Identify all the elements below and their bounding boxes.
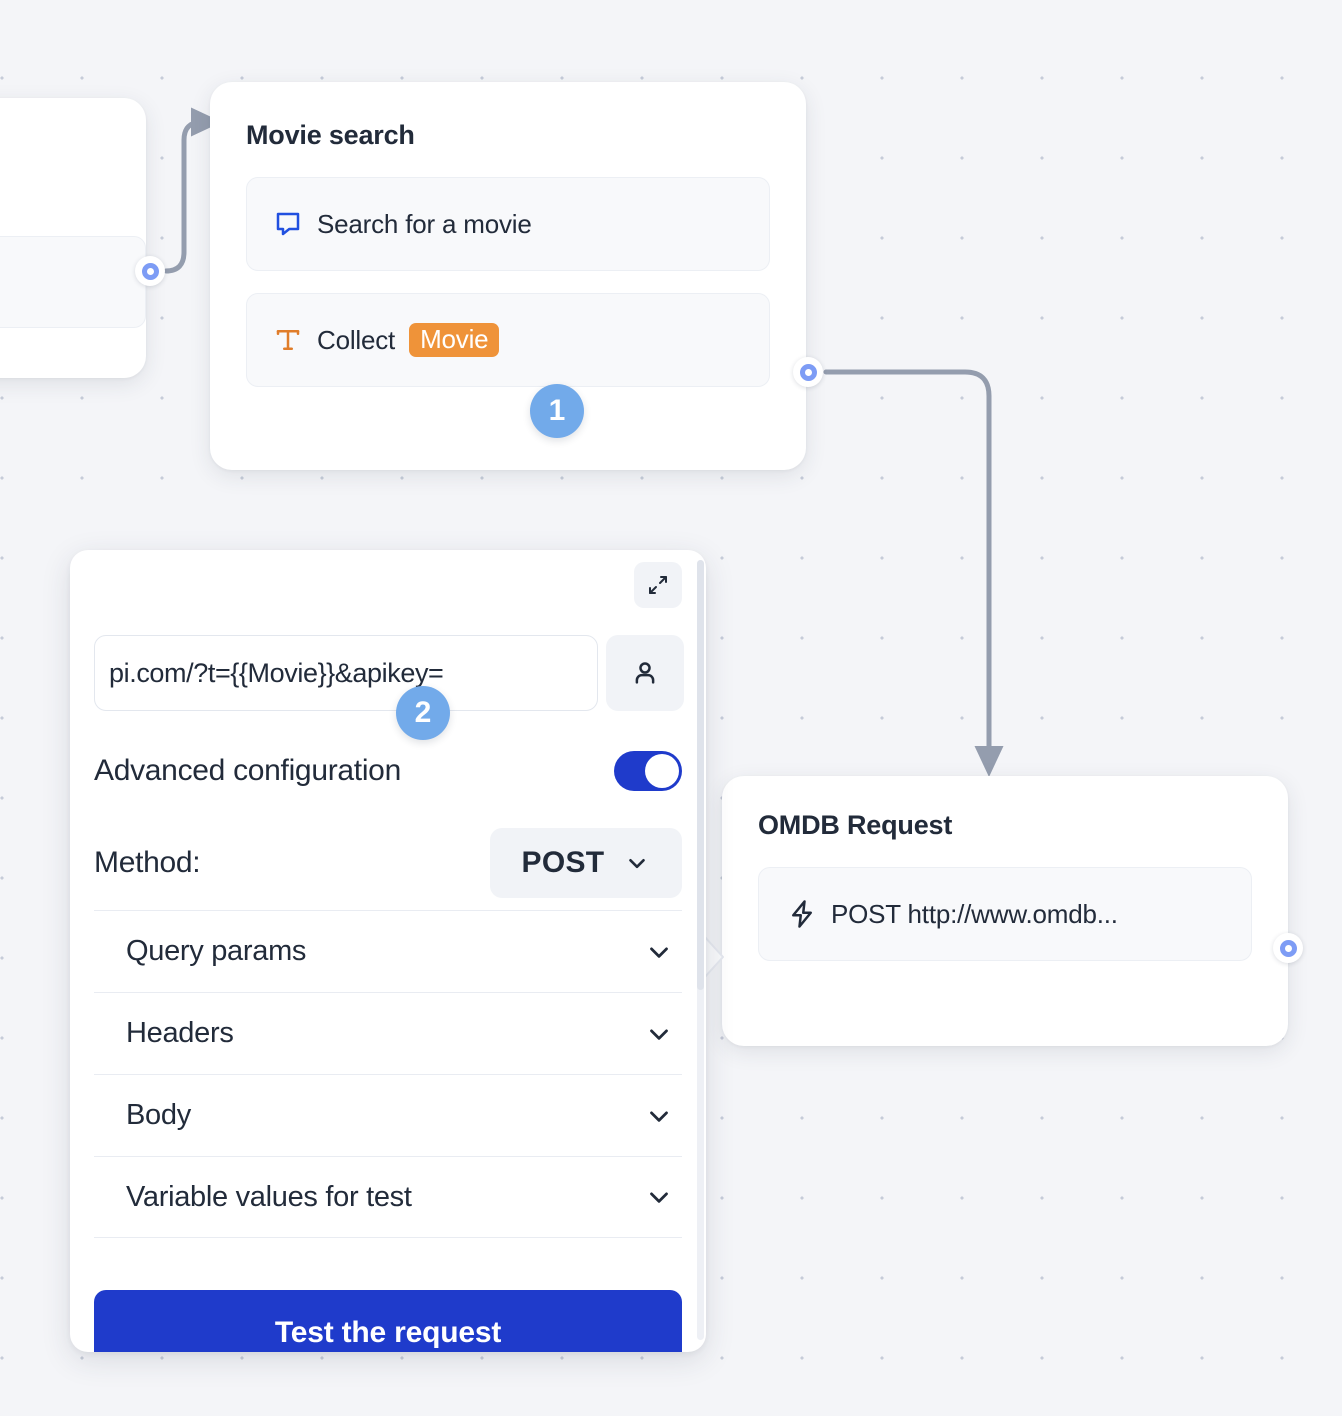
- url-row[interactable]: [94, 635, 684, 711]
- movie-search-node[interactable]: Movie search Search for a movie Collect: [210, 82, 806, 470]
- section-label: Headers: [126, 1017, 234, 1049]
- section-label: Query params: [126, 935, 307, 967]
- variable-tag-movie[interactable]: Movie: [409, 323, 500, 357]
- method-value: POST: [521, 846, 605, 879]
- port-movie-search-output[interactable]: [793, 357, 823, 387]
- chat-bubble-icon: [273, 209, 303, 239]
- node-row-label: Collect: [317, 324, 396, 355]
- node-row-label: Search for a movie: [317, 208, 532, 239]
- chevron-down-icon: [629, 858, 646, 869]
- step-badge-2: 2: [396, 686, 450, 740]
- expand-diagonal-icon: [649, 576, 667, 594]
- input-chevron-icon: [704, 936, 724, 978]
- auth-user-button[interactable]: [606, 635, 684, 711]
- panel-scrollbar-thumb[interactable]: [697, 560, 704, 990]
- request-sections-accordion: Query params Headers Body: [94, 910, 682, 1238]
- node-row-post-request[interactable]: POST http://www.omdb...: [758, 867, 1252, 961]
- node-row-label: POST http://www.omdb...: [831, 898, 1118, 929]
- section-label: Body: [126, 1099, 191, 1131]
- test-the-request-button[interactable]: Test the request: [94, 1290, 682, 1352]
- advanced-configuration-toggle[interactable]: [614, 751, 682, 791]
- section-body[interactable]: Body: [94, 1074, 682, 1156]
- chevron-down-icon: [650, 947, 668, 958]
- partial-node-row[interactable]: [0, 236, 146, 328]
- section-headers[interactable]: Headers: [94, 992, 682, 1074]
- chevron-down-icon: [650, 1029, 668, 1040]
- panel-scrollbar[interactable]: [697, 560, 704, 1340]
- expand-panel-button[interactable]: [634, 562, 682, 608]
- method-label: Method:: [94, 846, 201, 879]
- method-row: Method: POST: [94, 828, 682, 898]
- advanced-configuration-row: Advanced configuration: [94, 746, 682, 796]
- section-query-params[interactable]: Query params: [94, 910, 682, 992]
- chevron-down-icon: [650, 1192, 668, 1203]
- step-badge-1: 1: [530, 384, 584, 438]
- advanced-configuration-label: Advanced configuration: [94, 754, 401, 787]
- toggle-knob: [645, 754, 679, 788]
- request-config-panel[interactable]: Advanced configuration Method: POST Quer…: [70, 550, 706, 1352]
- node-row-collect-movie[interactable]: Collect Movie: [246, 293, 770, 387]
- text-t-icon: [273, 325, 303, 355]
- section-variable-values-for-test[interactable]: Variable values for test: [94, 1156, 682, 1238]
- section-label: Variable values for test: [126, 1180, 412, 1213]
- method-select[interactable]: POST: [490, 828, 682, 898]
- partial-node-card[interactable]: [0, 98, 146, 378]
- omdb-request-node[interactable]: OMDB Request POST http://www.omdb...: [704, 776, 1288, 1046]
- request-url-input[interactable]: [94, 635, 598, 711]
- chevron-down-icon: [650, 1111, 668, 1122]
- lightning-bolt-icon: [787, 899, 817, 929]
- person-icon: [635, 662, 655, 684]
- node-row-search-for-a-movie[interactable]: Search for a movie: [246, 177, 770, 271]
- movie-search-title: Movie search: [246, 120, 415, 150]
- omdb-request-title: OMDB Request: [758, 810, 953, 840]
- port-partial-node-output[interactable]: [135, 256, 165, 286]
- port-omdb-request-output[interactable]: [1273, 933, 1303, 963]
